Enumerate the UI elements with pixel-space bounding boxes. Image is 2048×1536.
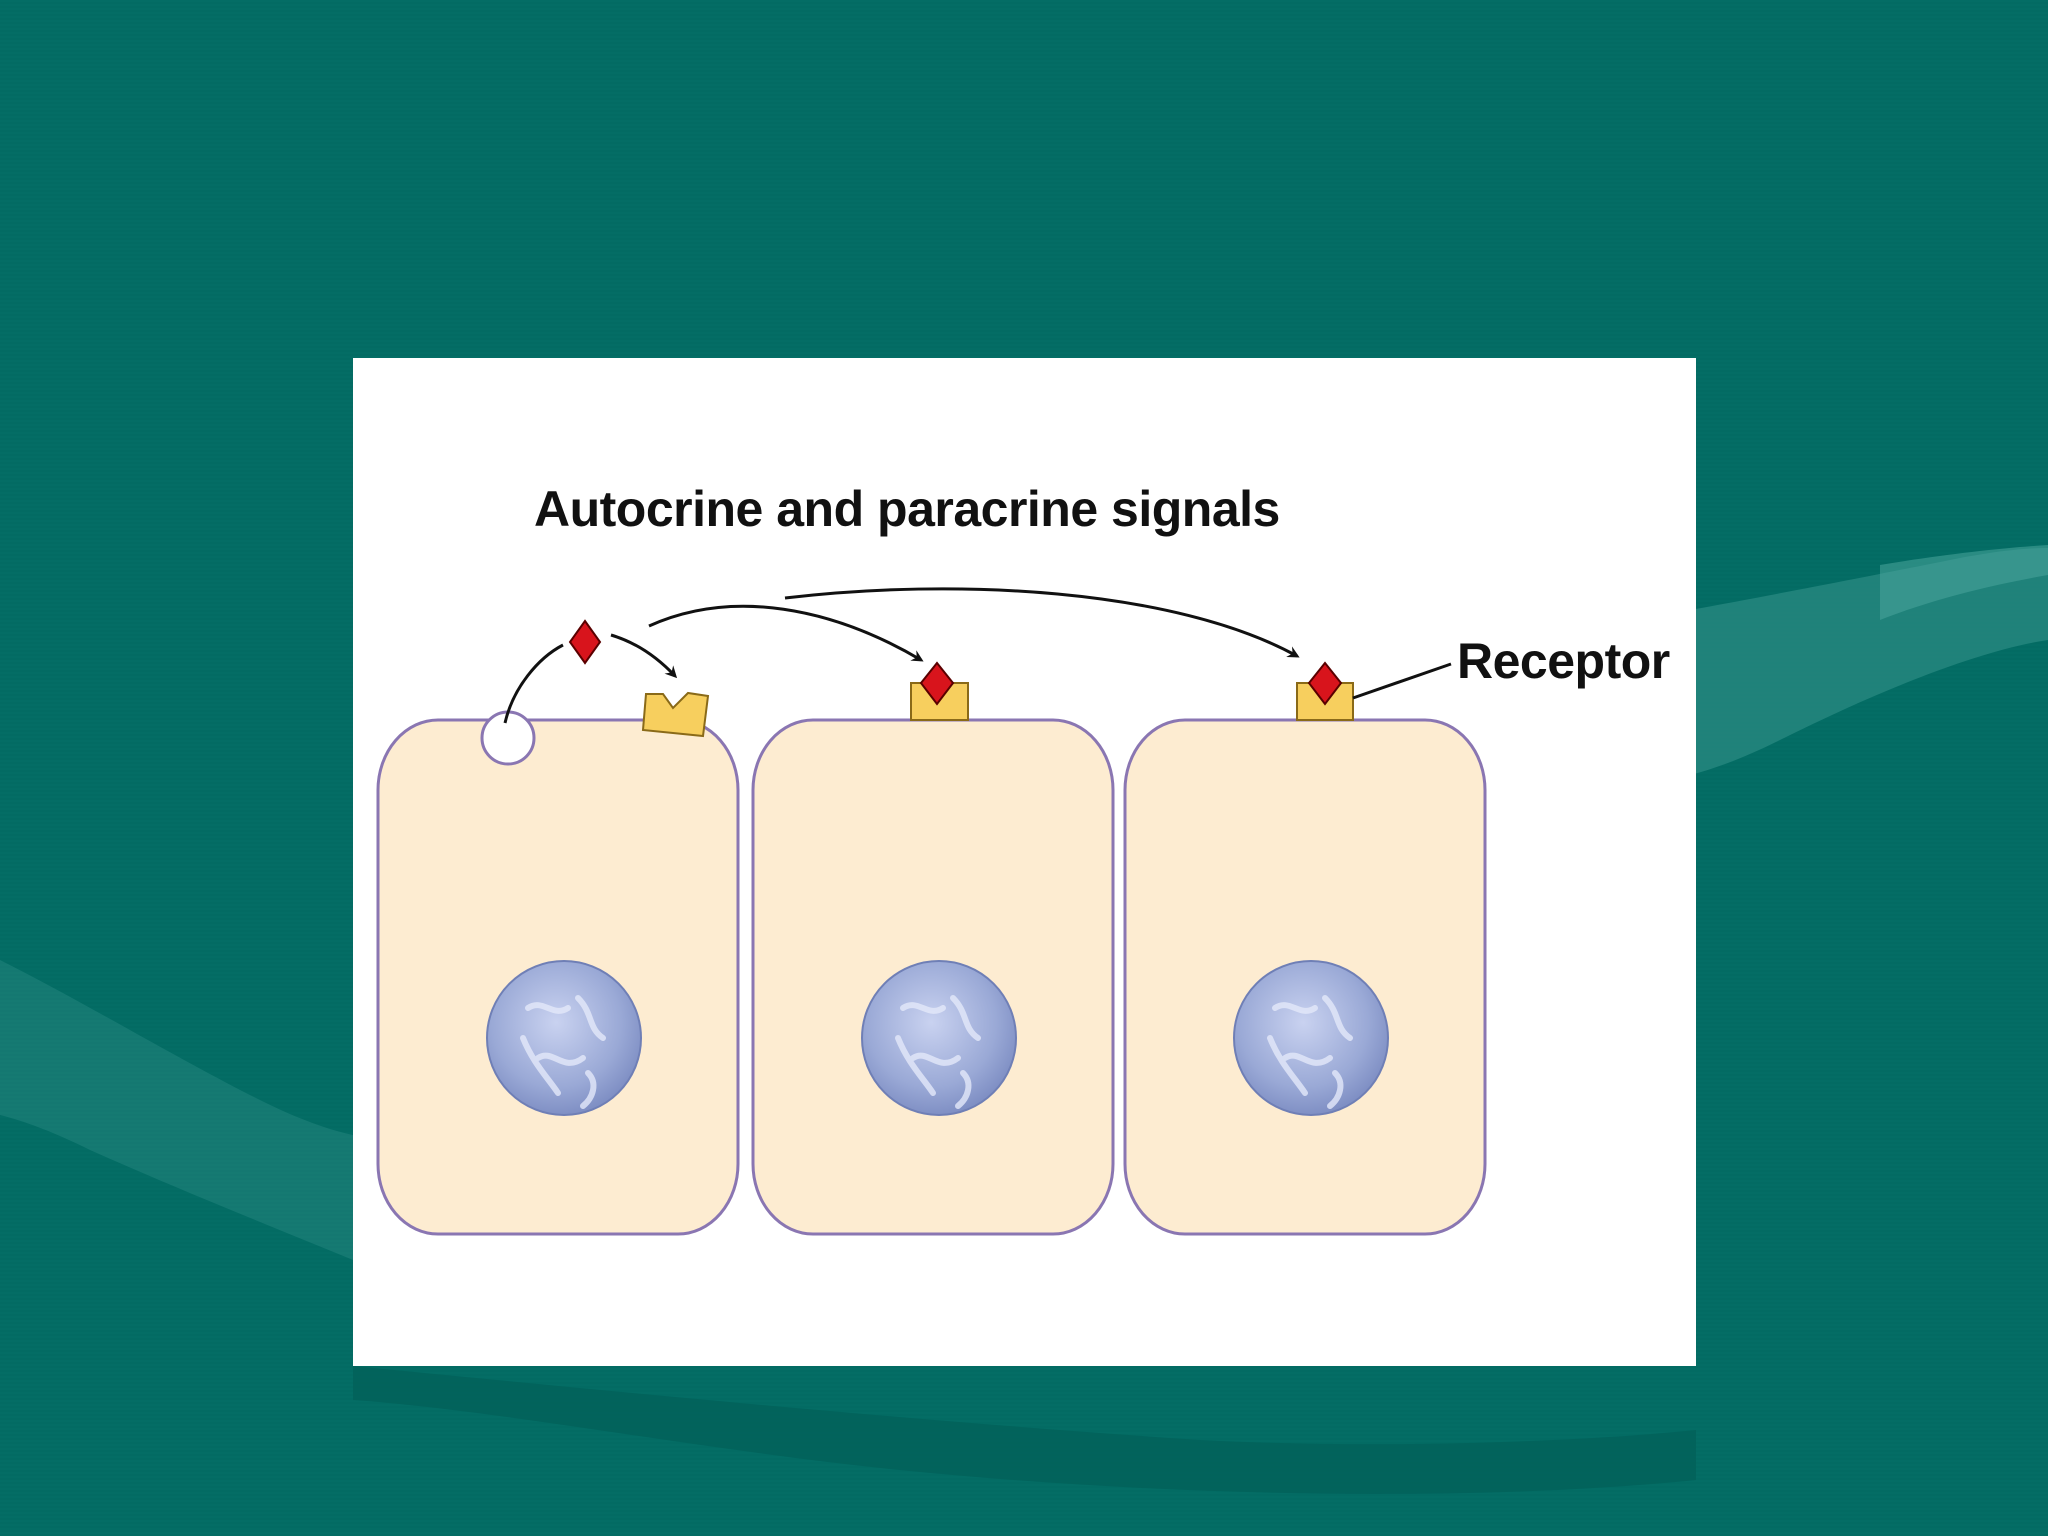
cell-2-chromatin (895, 995, 981, 1109)
cell-1-chromatin (520, 995, 606, 1109)
cell-1-nucleus (486, 960, 642, 1116)
ligand-bound-cell-3 (1307, 661, 1343, 706)
cell-2 (751, 718, 1115, 1236)
figure-panel: Autocrine and paracrine signals Receptor (353, 358, 1696, 1366)
signaling-diagram (376, 587, 1487, 1236)
background-wave-right (1690, 548, 2048, 775)
figure-title: Autocrine and paracrine signals (534, 481, 1280, 537)
cell-3 (1123, 718, 1487, 1236)
cell-3-nucleus (1233, 960, 1389, 1116)
paracrine-arrow-near (648, 604, 924, 662)
ligand-released (568, 619, 602, 665)
paracrine-arrow-far (784, 587, 1300, 658)
receptor-label: Receptor (1457, 633, 1670, 689)
background-wave-bottom (353, 1366, 1696, 1494)
autocrine-arrow (610, 633, 678, 679)
background-wave-left (0, 960, 353, 1260)
receptor-leader-line (1352, 662, 1452, 700)
cell-1 (376, 710, 740, 1236)
background-wave-right-light (1880, 545, 2048, 620)
cell-3-chromatin (1267, 995, 1353, 1109)
secretory-vesicle (480, 710, 536, 766)
ligand-bound-cell-2 (919, 661, 955, 706)
receptor-autocrine (641, 691, 710, 738)
cell-2-nucleus (861, 960, 1017, 1116)
secretion-arrow (503, 643, 564, 724)
